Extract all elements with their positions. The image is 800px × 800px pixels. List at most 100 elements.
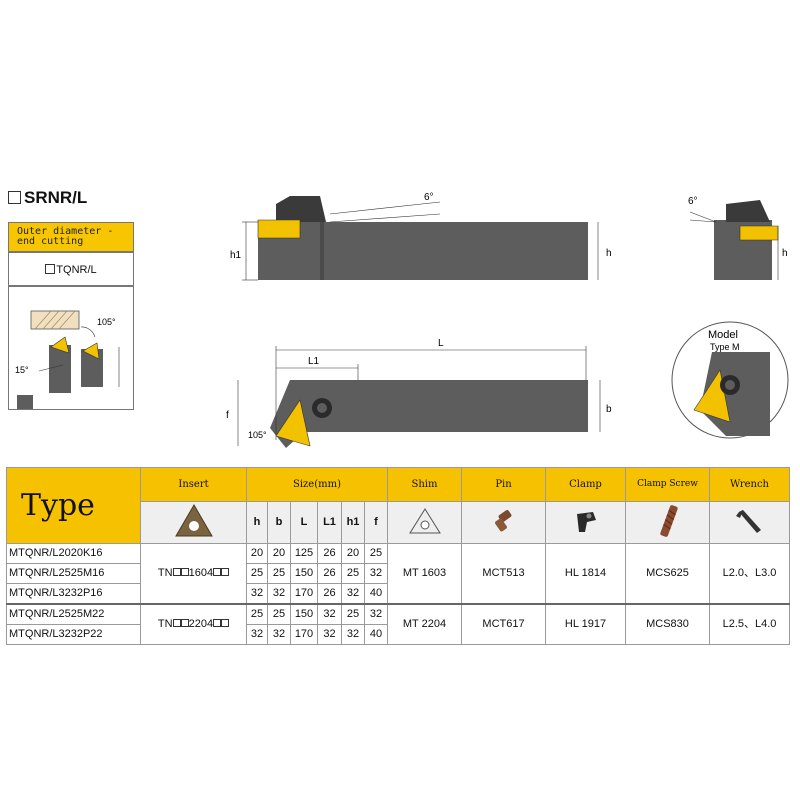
shim-cell: MT 2204 <box>387 603 462 645</box>
shim-image-cell <box>387 501 462 544</box>
size-cell: 125 <box>290 543 318 564</box>
size-cell: 32 <box>341 624 365 645</box>
dim-b: b <box>606 404 612 415</box>
dim-header-L: L <box>290 501 318 544</box>
size-cell: 26 <box>317 543 342 564</box>
hex-key-icon <box>735 510 761 533</box>
dim-header-f: f <box>364 501 388 544</box>
tool-drawing: h1 h 6° 6° h L L1 f b 105° <box>226 192 789 448</box>
clamp-icon <box>576 512 596 532</box>
size-cell: 170 <box>290 583 318 605</box>
cutting-diagram-box: 105° 15° <box>8 286 134 410</box>
model-cell: MTQNR/L3232P16 <box>6 583 141 605</box>
model-detail: Model Type M <box>671 321 789 439</box>
model-cell: MTQNR/L2020K16 <box>6 543 141 564</box>
clamp-cell: HL 1917 <box>545 603 626 645</box>
size-cell: 32 <box>341 583 365 605</box>
size-cell: 40 <box>364 624 388 645</box>
header-insert: Insert <box>140 467 247 502</box>
pin-image-cell <box>461 501 546 544</box>
size-cell: 20 <box>341 543 365 564</box>
header-clamp-screw: Clamp Screw <box>625 467 710 502</box>
dim-L1: L1 <box>308 356 320 367</box>
description-text: Outer diameter - end cutting <box>17 226 114 247</box>
dim-h1: h1 <box>230 250 242 261</box>
size-cell: 25 <box>364 543 388 564</box>
checkbox-square-icon <box>8 191 21 204</box>
top-angle-label: 6° <box>424 192 434 203</box>
dim-header-h1: h1 <box>341 501 365 544</box>
plan-view: L L1 f b 105° <box>226 338 612 448</box>
size-cell: 25 <box>341 603 365 625</box>
model-label: Model <box>708 329 738 341</box>
shim-cell: MT 1603 <box>387 543 462 605</box>
triangle-insert-icon <box>174 504 213 537</box>
model-cell: MTQNR/L2525M22 <box>6 603 141 625</box>
size-cell: 20 <box>267 543 291 564</box>
clamp-image-cell <box>545 501 626 544</box>
side-angle-label: 6° <box>688 196 698 207</box>
size-cell: 25 <box>246 563 268 584</box>
series-code: SRNR/L <box>24 188 88 207</box>
size-cell: 25 <box>267 603 291 625</box>
size-cell: 32 <box>364 563 388 584</box>
series-title: SRNR/L <box>8 188 87 208</box>
size-cell: 32 <box>246 624 268 645</box>
size-cell: 25 <box>267 563 291 584</box>
size-cell: 25 <box>341 563 365 584</box>
insert-shape-box: TQNR/L <box>8 252 134 286</box>
description-box: Outer diameter - end cutting <box>8 222 134 252</box>
size-cell: 150 <box>290 563 318 584</box>
angle-label-b: 15° <box>15 365 29 375</box>
clamp-screw-cell: MCS625 <box>625 543 710 605</box>
size-cell: 32 <box>317 624 342 645</box>
checkbox-square-icon <box>45 264 56 274</box>
table-row: MTQNR/L2525M16 25 25 150 26 25 32 <box>6 563 790 584</box>
size-cell: 32 <box>267 583 291 605</box>
table-row: MTQNR/L3232P22 32 32 170 32 32 40 <box>6 624 790 645</box>
cutting-diagram: 105° 15° <box>15 310 120 409</box>
dim-h-side: h <box>782 248 788 259</box>
size-cell: 170 <box>290 624 318 645</box>
side-view: h1 h 6° <box>230 192 612 281</box>
size-cell: 32 <box>267 624 291 645</box>
size-cell: 150 <box>290 603 318 625</box>
model-cell: MTQNR/L2525M16 <box>6 563 141 584</box>
screw-icon <box>659 505 678 537</box>
dim-L: L <box>438 338 444 349</box>
angle-label-a: 105° <box>97 317 116 327</box>
size-cell: 32 <box>364 603 388 625</box>
size-cell: 32 <box>317 603 342 625</box>
size-cell: 26 <box>317 583 342 605</box>
size-cell: 25 <box>246 603 268 625</box>
wrench-cell: L2.5、L4.0 <box>709 603 790 645</box>
header-size: Size(mm) <box>246 467 388 502</box>
clamp-screw-cell: MCS830 <box>625 603 710 645</box>
dim-header-h: h <box>246 501 268 544</box>
wrench-cell: L2.0、L3.0 <box>709 543 790 605</box>
header-clamp: Clamp <box>545 467 626 502</box>
size-cell: 20 <box>246 543 268 564</box>
pin-cell: MCT617 <box>461 603 546 645</box>
header-pin: Pin <box>461 467 546 502</box>
size-cell: 40 <box>364 583 388 605</box>
dim-header-L1: L1 <box>317 501 342 544</box>
dim-h: h <box>606 248 612 259</box>
model-type-label: Type M <box>710 342 740 352</box>
size-cell: 32 <box>246 583 268 605</box>
clamp-cell: HL 1814 <box>545 543 626 605</box>
header-wrench: Wrench <box>709 467 790 502</box>
shim-icon <box>408 508 441 534</box>
wrench-image-cell <box>709 501 790 544</box>
clamp-screw-image-cell <box>625 501 710 544</box>
model-cell: MTQNR/L3232P22 <box>6 624 141 645</box>
dim-header-b: b <box>267 501 291 544</box>
insert-image-cell <box>140 501 247 544</box>
type-header: Type <box>6 467 141 544</box>
dim-f: f <box>226 410 229 421</box>
end-view: 6° h <box>688 196 788 280</box>
pin-icon <box>494 510 511 532</box>
